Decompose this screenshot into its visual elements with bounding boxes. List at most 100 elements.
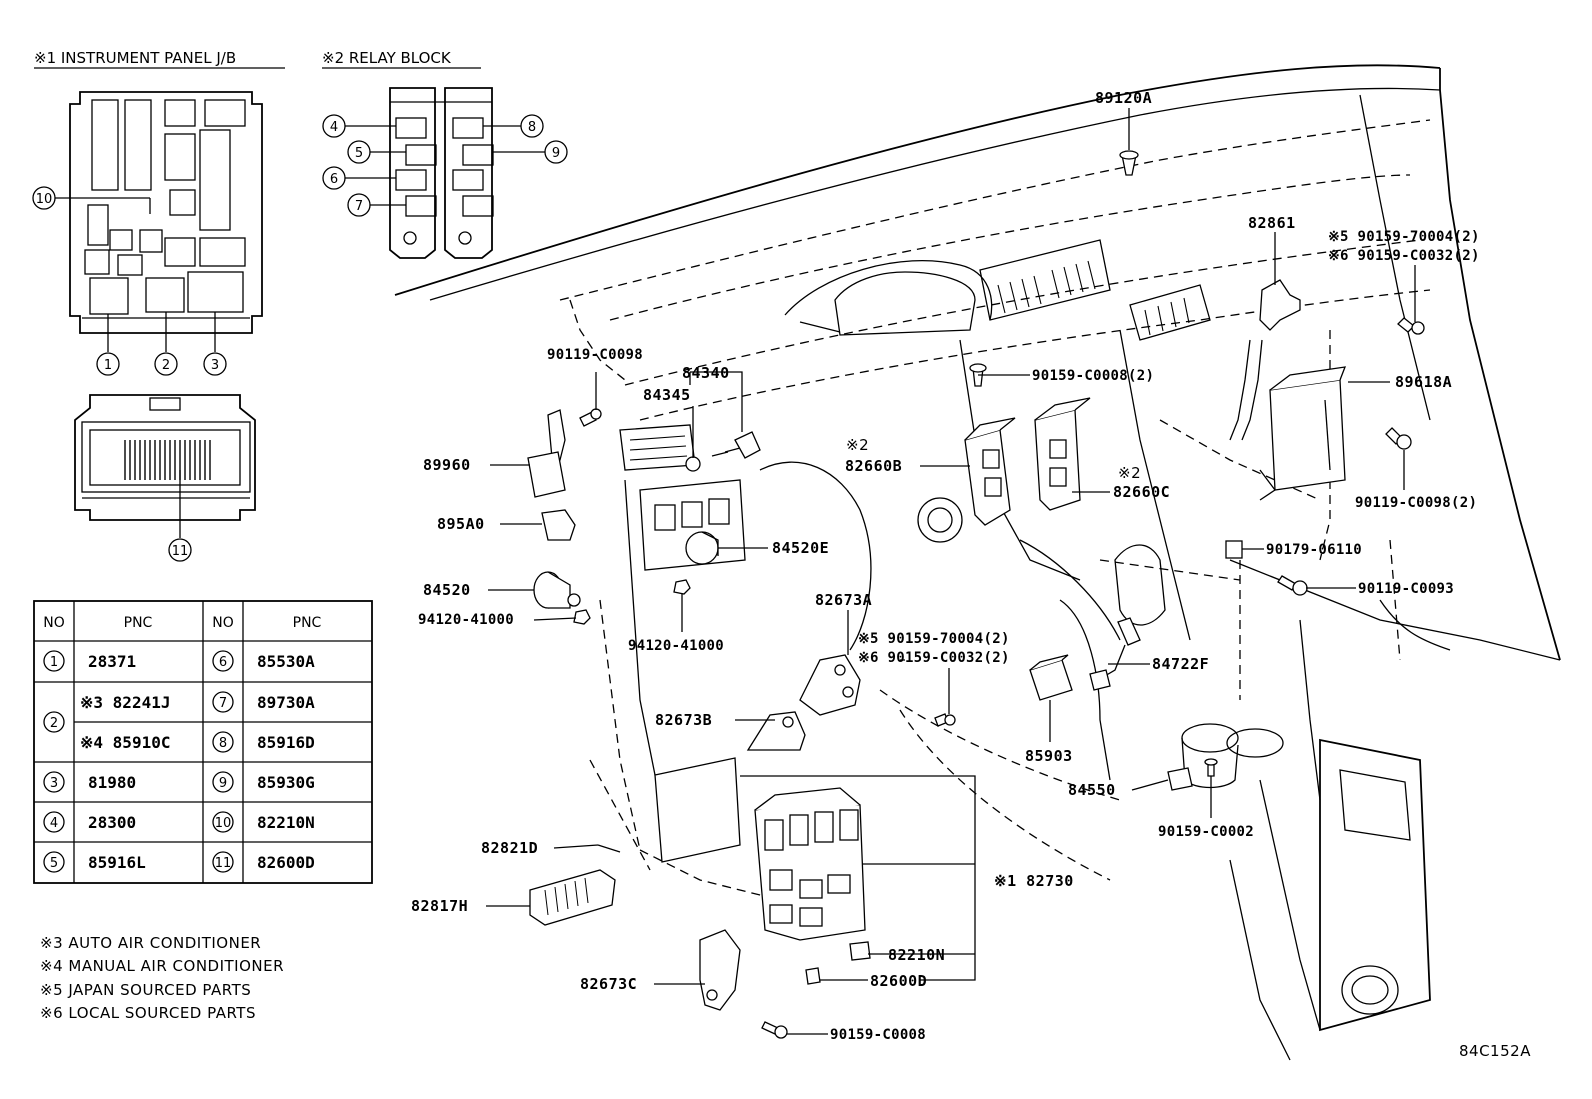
label-82821D: 82821D xyxy=(481,839,538,857)
svg-text:11: 11 xyxy=(172,544,189,559)
label-90119-C0093: 90119-C0093 xyxy=(1358,581,1454,597)
relay-82210N-icon xyxy=(849,941,871,961)
note-local-sourced-parts: ※6 LOCAL SOURCED PARTS xyxy=(40,1004,256,1022)
table-cell-pnc: 28371 xyxy=(88,652,136,671)
label-90159-70004-top: ※5 90159-70004(2) xyxy=(1328,229,1480,245)
relay-block-illustration xyxy=(389,87,494,259)
screw-90159-C0002-icon xyxy=(1204,758,1218,777)
bolt-90119-C0098-2-icon xyxy=(1385,427,1412,450)
label-90119-C0098: 90119-C0098 xyxy=(547,347,643,363)
table-row-no: 6 xyxy=(219,655,227,670)
svg-text:6: 6 xyxy=(330,172,338,187)
label-90159-70004-mid: ※5 90159-70004(2) xyxy=(858,631,1010,647)
jb-callout-3: 3 xyxy=(203,312,227,376)
label-82660B-note: ※2 xyxy=(846,436,869,454)
svg-text:5: 5 xyxy=(355,146,363,161)
svg-text:8: 8 xyxy=(528,120,536,135)
label-82730: ※1 82730 xyxy=(994,872,1074,890)
switch-84340-icon xyxy=(711,431,761,459)
switch-84722F-icon xyxy=(1089,617,1141,691)
switch-84550-icon xyxy=(1167,767,1193,791)
table-cell-pnc: 85930G xyxy=(257,773,315,792)
part-895A0-icon xyxy=(541,509,576,541)
header-instrument-panel-jb: ※1 INSTRUMENT PANEL J/B xyxy=(34,49,236,67)
nut-94120-41000-a-icon xyxy=(573,609,591,625)
table-cell-pnc: 85916D xyxy=(257,733,315,752)
clip-90179-06110-icon xyxy=(1225,540,1243,559)
label-84722F: 84722F xyxy=(1152,655,1209,673)
table-row-no: 10 xyxy=(215,816,232,831)
svg-text:3: 3 xyxy=(211,358,219,373)
label-82673C: 82673C xyxy=(580,975,637,993)
jb-callout-2: 2 xyxy=(154,312,178,376)
label-90159-C0008: 90159-C0008 xyxy=(830,1027,926,1043)
clip-89120A-icon xyxy=(1119,150,1139,176)
label-895A0: 895A0 xyxy=(437,515,485,533)
table-row-no: 4 xyxy=(50,816,58,831)
relay-callout-4: 4 xyxy=(322,114,396,138)
label-89120A: 89120A xyxy=(1095,89,1152,107)
note-auto-air-conditioner: ※3 AUTO AIR CONDITIONER xyxy=(40,934,261,952)
label-82673B: 82673B xyxy=(655,711,712,729)
table-cell-pnc: 28300 xyxy=(88,813,136,832)
junction-block-82730-icon xyxy=(754,787,866,941)
table-cell-pnc: ※4 85910C xyxy=(80,733,170,752)
table-header-no-2: NO xyxy=(212,615,234,631)
table-cell-pnc: 81980 xyxy=(88,773,136,792)
nut-94120-41000-b-icon xyxy=(673,579,691,595)
relay-85903-icon xyxy=(1029,654,1073,701)
label-82660C-note: ※2 xyxy=(1118,464,1141,482)
jb-callout-1: 1 xyxy=(96,314,120,376)
label-82861: 82861 xyxy=(1248,214,1296,232)
dashboard-outline xyxy=(394,64,1561,1061)
table-cell-pnc: 89730A xyxy=(257,693,315,712)
label-85903: 85903 xyxy=(1025,747,1073,765)
label-84345: 84345 xyxy=(643,386,691,404)
bracket-82673B-icon xyxy=(746,711,806,751)
table-row-no: 9 xyxy=(219,776,227,791)
instrument-panel-jb-illustration xyxy=(69,91,263,334)
svg-text:4: 4 xyxy=(330,120,338,135)
label-82660B: 82660B xyxy=(845,457,902,475)
label-84340: 84340 xyxy=(682,364,730,382)
table-row-no: 5 xyxy=(50,856,58,871)
table-cell-pnc: 82210N xyxy=(257,813,315,832)
screw-90159-C0008-icon xyxy=(761,1021,788,1039)
relay-callout-5: 5 xyxy=(347,140,406,164)
ecu-89618A-icon xyxy=(1259,366,1347,501)
table-header-pnc: PNC xyxy=(124,615,153,631)
table-row-no: 7 xyxy=(219,696,227,711)
screw-90159-mid-icon xyxy=(934,713,956,727)
table-header-pnc-2: PNC xyxy=(293,615,322,631)
bracket-82861-icon xyxy=(1229,279,1301,441)
bracket-82673C-icon xyxy=(699,929,741,1011)
label-90179-06110: 90179-06110 xyxy=(1266,542,1362,558)
switch-84520-icon xyxy=(533,571,581,609)
label-84550: 84550 xyxy=(1068,781,1116,799)
relay-callout-8: 8 xyxy=(483,114,544,138)
svg-text:10: 10 xyxy=(36,192,53,207)
label-82600D: 82600D xyxy=(870,972,927,990)
jb-callout-11: 11 xyxy=(168,470,192,562)
table-cell-pnc: 85916L xyxy=(88,853,146,872)
table-cell-pnc: 82600D xyxy=(257,853,315,872)
screw-90119-C0098-icon xyxy=(579,408,602,427)
label-90119-C0098-2: 90119-C0098(2) xyxy=(1355,495,1477,511)
bolt-90119-C0093-icon xyxy=(1277,575,1308,596)
label-90159-C0008-2: 90159-C0008(2) xyxy=(1032,368,1154,384)
table-header-no: NO xyxy=(43,615,65,631)
bracket-82673A-icon xyxy=(799,654,861,716)
table-row-no: 8 xyxy=(219,736,227,751)
holder-82817H-icon xyxy=(529,869,616,926)
jb-callout-10: 10 xyxy=(32,186,151,214)
note-japan-sourced-parts: ※5 JAPAN SOURCED PARTS xyxy=(40,981,251,999)
label-84520: 84520 xyxy=(423,581,471,599)
label-82210N: 82210N xyxy=(888,946,945,964)
screw-90159-C0008-2-icon xyxy=(969,363,987,387)
label-82817H: 82817H xyxy=(411,897,468,915)
parts-table: NO PNC NO PNC 1 28371 6 85530A 2 ※3 8224… xyxy=(33,600,373,884)
relay-callout-7: 7 xyxy=(347,193,406,217)
svg-text:9: 9 xyxy=(552,146,560,161)
header-relay-block: ※2 RELAY BLOCK xyxy=(322,49,452,67)
